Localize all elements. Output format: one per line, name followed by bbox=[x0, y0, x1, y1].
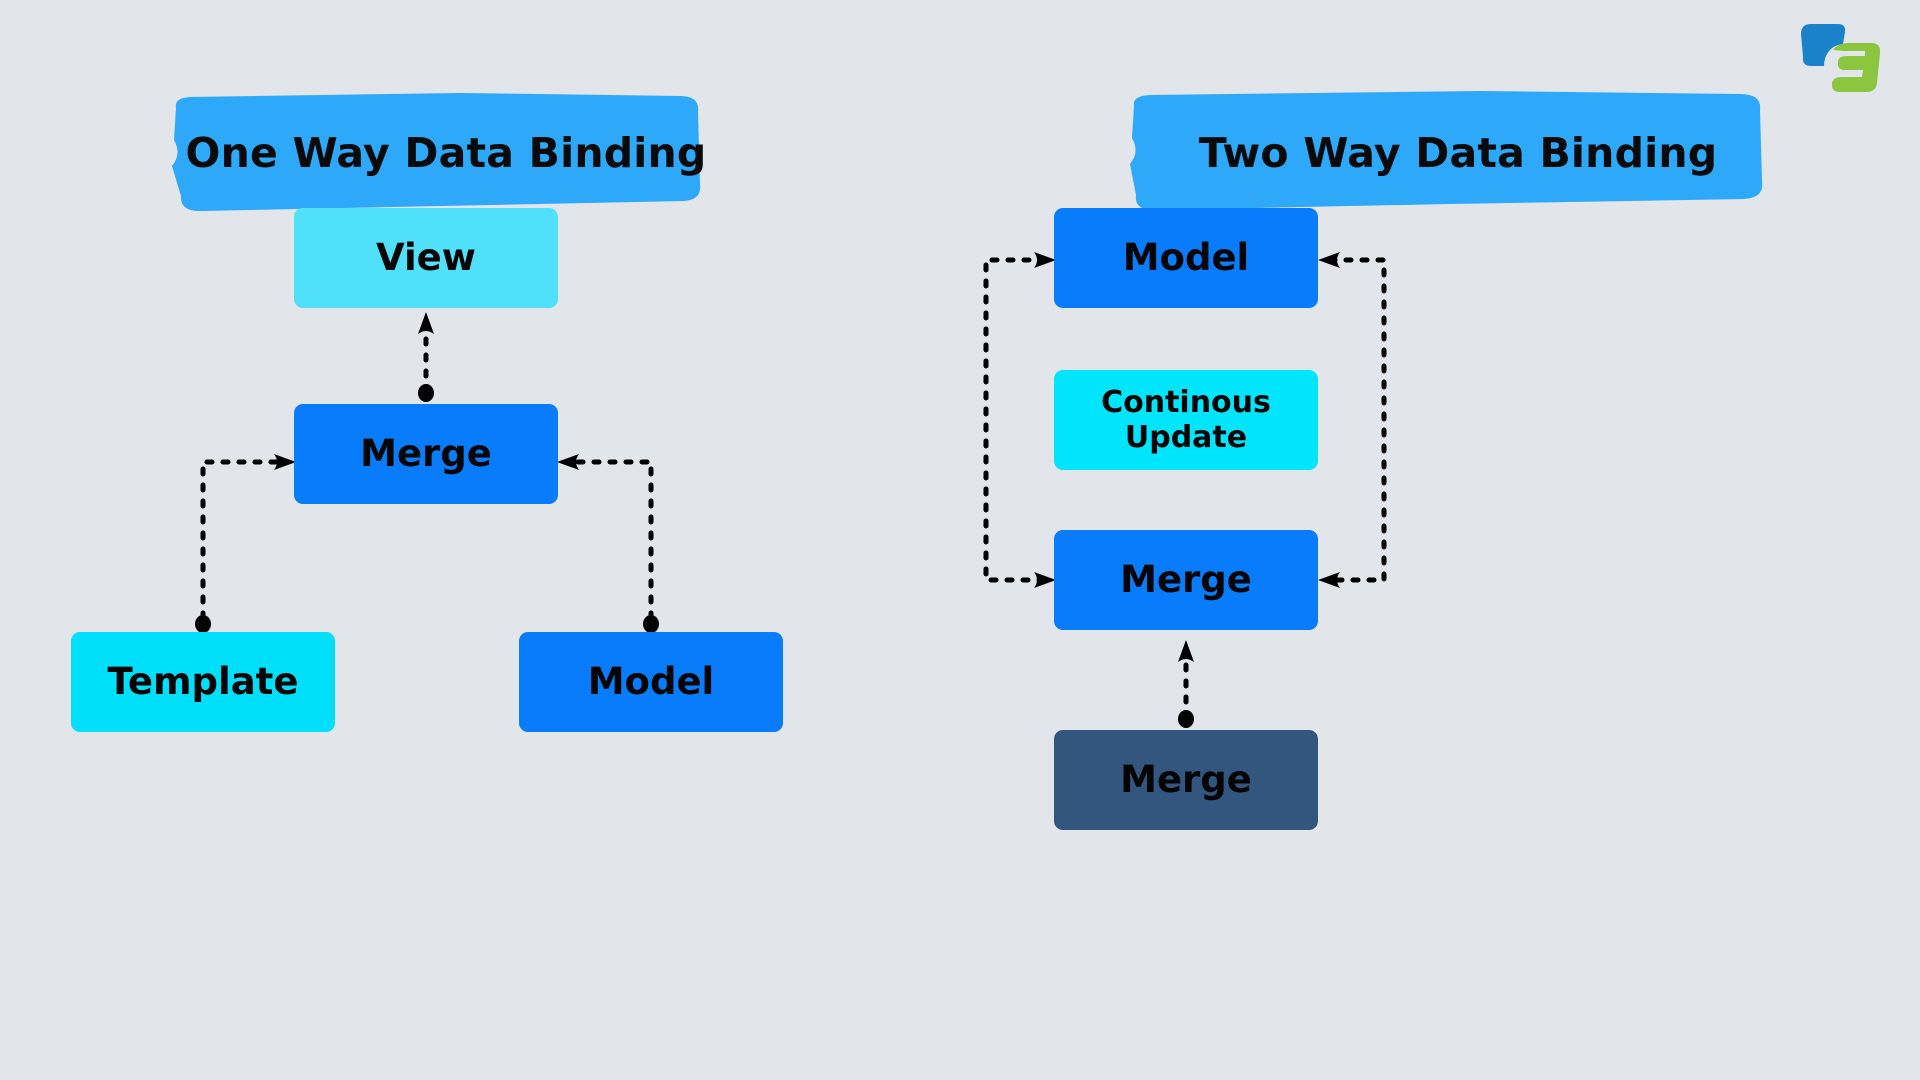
node-view[interactable]: View bbox=[294, 208, 558, 308]
banner-shape-icon bbox=[172, 93, 701, 212]
node-view-label: View bbox=[376, 236, 476, 280]
section-title-one-way-label: One Way Data Binding bbox=[185, 128, 707, 177]
connector-right-loop bbox=[1318, 252, 1387, 588]
brand-logo-icon bbox=[1801, 24, 1881, 92]
node-merge-one-way[interactable]: Merge bbox=[294, 404, 558, 504]
node-model-one-way[interactable]: Model bbox=[519, 632, 783, 732]
connector-model-to-merge bbox=[557, 454, 659, 633]
section-title-two-way: Two Way Data Binding bbox=[1120, 88, 1780, 213]
banner-shape-icon bbox=[1130, 91, 1763, 211]
connector-left-loop bbox=[983, 252, 1056, 588]
connector-template-to-merge bbox=[195, 454, 296, 633]
node-template-label: Template bbox=[107, 660, 299, 704]
node-merge-one-way-label: Merge bbox=[360, 432, 492, 476]
node-template[interactable]: Template bbox=[71, 632, 335, 732]
node-continous-update[interactable]: Continous Update bbox=[1054, 370, 1318, 470]
node-model-one-way-label: Model bbox=[587, 660, 715, 704]
section-title-one-way: One Way Data Binding bbox=[160, 88, 720, 213]
node-merge-two-way[interactable]: Merge bbox=[1054, 530, 1318, 630]
brand-logo bbox=[1793, 20, 1883, 98]
node-model-two-way-label: Model bbox=[1122, 236, 1250, 280]
node-merge-two-way-bottom-label: Merge bbox=[1120, 758, 1252, 802]
node-merge-two-way-bottom[interactable]: Merge bbox=[1054, 730, 1318, 830]
connector-merge2-to-merge bbox=[1178, 640, 1194, 728]
node-merge-two-way-label: Merge bbox=[1120, 558, 1252, 602]
node-model-two-way[interactable]: Model bbox=[1054, 208, 1318, 308]
connector-merge-to-view bbox=[418, 312, 434, 402]
node-continous-update-label: Continous Update bbox=[1101, 384, 1271, 455]
section-title-two-way-label: Two Way Data Binding bbox=[1198, 128, 1718, 177]
